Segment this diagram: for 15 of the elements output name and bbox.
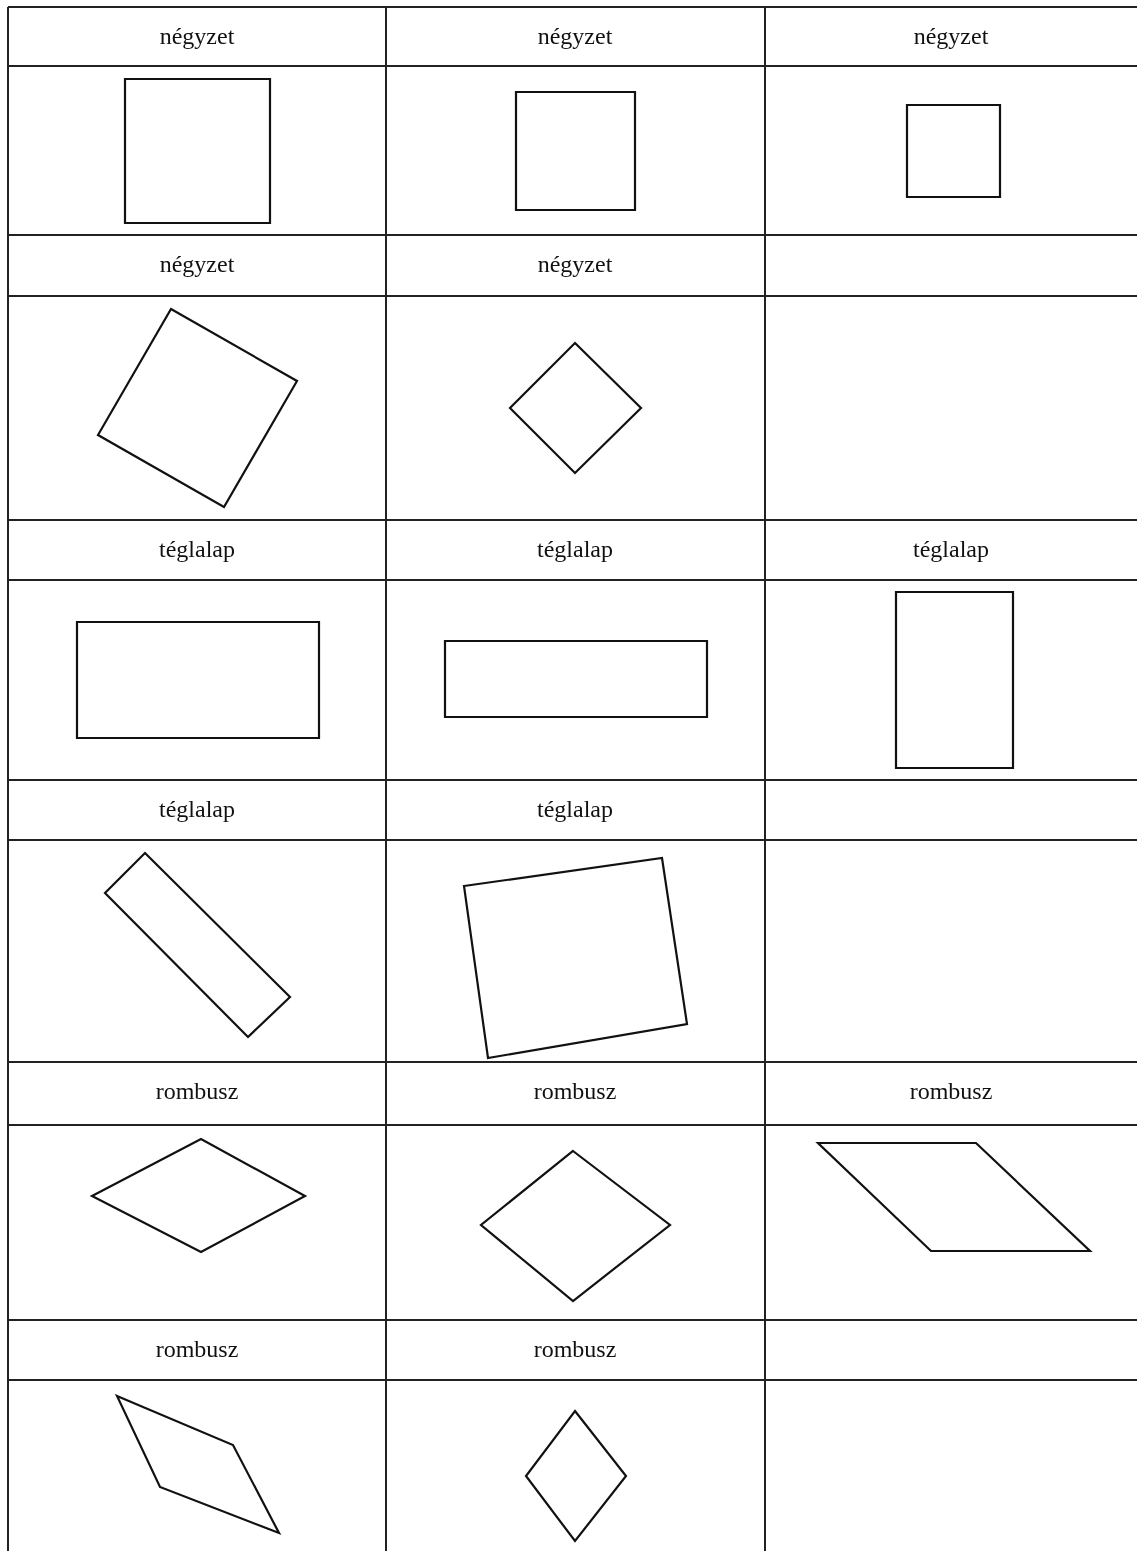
- shape-name: négyzet: [159, 251, 235, 278]
- shape-name: négyzet: [537, 251, 613, 278]
- shape-name: rombusz: [533, 1078, 617, 1105]
- shape-name: négyzet: [537, 23, 613, 50]
- shape-name: téglalap: [913, 536, 989, 563]
- shape-name: rombusz: [909, 1078, 993, 1105]
- shape-name: téglalap: [537, 796, 613, 823]
- shape-name: rombusz: [155, 1336, 239, 1363]
- shape-name: négyzet: [159, 23, 235, 50]
- shape-name: téglalap: [159, 536, 235, 563]
- shape-name: rombusz: [155, 1078, 239, 1105]
- shape-name: négyzet: [913, 23, 989, 50]
- shape-name: rombusz: [533, 1336, 617, 1363]
- shape-name: téglalap: [537, 536, 613, 563]
- shape-name: téglalap: [159, 796, 235, 823]
